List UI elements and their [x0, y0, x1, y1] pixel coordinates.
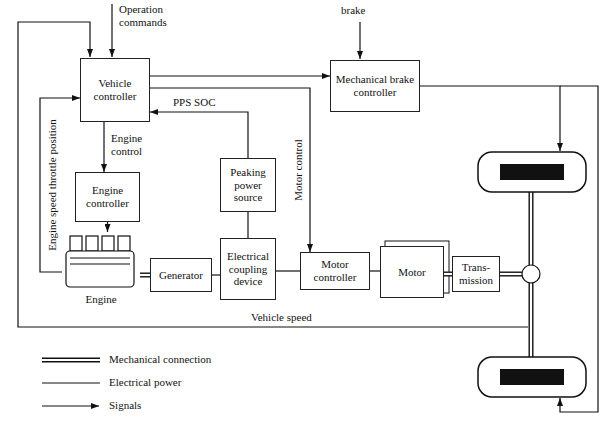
brake-pedal-arrow	[359, 22, 360, 59]
brake-drum	[500, 164, 564, 180]
shaft-core	[444, 273, 452, 275]
node-text: Trans-mission	[456, 261, 496, 286]
node-text: Engine controller	[79, 184, 136, 209]
signal-label: Motor control	[292, 138, 305, 201]
signal-label: PPS SOC	[172, 96, 217, 109]
legend-sample	[42, 359, 100, 361]
coupling-box: Electrical coupling device	[220, 238, 276, 300]
connector-line	[150, 88, 310, 252]
mechanical-link	[444, 274, 452, 275]
controller-box: Motor controller	[300, 252, 370, 290]
legend-text: Electrical power	[108, 376, 182, 389]
connector	[107, 222, 108, 232]
node-text: Motor controller	[304, 258, 366, 283]
signal-label: Engine control	[110, 132, 158, 157]
connector	[212, 275, 220, 276]
connector	[150, 76, 330, 77]
connector	[150, 88, 310, 252]
node-text: Electrical coupling device	[224, 250, 272, 288]
legend-text: Mechanical connection	[108, 353, 212, 366]
cylinder	[70, 236, 82, 251]
differential	[522, 265, 540, 283]
connector-line	[276, 270, 300, 271]
engine-illustration	[66, 236, 134, 287]
connector	[248, 212, 249, 238]
power-source-box: Peaking power source	[220, 158, 276, 212]
output-shaft	[500, 273, 522, 275]
connector	[150, 112, 248, 158]
connector-line	[370, 270, 380, 271]
motor-box: Motor	[380, 246, 444, 298]
cylinder	[86, 236, 98, 251]
annotation-label: brake	[340, 4, 366, 17]
connector-line	[150, 112, 248, 158]
connector-line	[107, 222, 108, 232]
signal-label: Engine speed throttle position	[46, 118, 59, 252]
command-arrow	[111, 4, 112, 57]
engine-rib	[70, 258, 130, 264]
connector-line	[103, 122, 104, 172]
engine-figure: Engine	[62, 232, 140, 308]
connector	[40, 98, 80, 272]
connector	[276, 271, 300, 272]
node-text: Motor	[398, 266, 426, 279]
cylinder	[102, 236, 114, 251]
legend-text: Signals	[108, 399, 142, 412]
connector-line	[212, 274, 220, 275]
wheel	[478, 152, 586, 192]
node-text: Peaking power source	[224, 166, 272, 204]
legend-sample	[42, 358, 100, 363]
wheel	[478, 357, 586, 397]
engine-block	[66, 251, 134, 287]
node-text: Engine	[83, 293, 118, 306]
connector-line	[247, 212, 248, 238]
node-text: Generator	[159, 269, 203, 282]
cylinder	[118, 236, 130, 251]
legend-sample	[42, 382, 100, 383]
controller-box: Vehicle controller	[80, 58, 150, 122]
legend-sample	[42, 405, 99, 406]
annotation-label: Operation commands	[118, 3, 182, 28]
brake-drum	[500, 369, 564, 385]
controller-box: Engine controller	[75, 172, 140, 222]
brake-line	[420, 86, 560, 151]
connector	[370, 271, 380, 272]
output-shaft	[500, 272, 522, 277]
controller-box: Mechanical brake controller	[330, 60, 420, 112]
shaft-core	[140, 274, 150, 276]
annotation-label: Vehicle speed	[250, 311, 313, 324]
generator-box: Generator	[150, 258, 212, 292]
mechanical-link	[140, 275, 150, 276]
connector	[104, 122, 105, 172]
connector-line	[150, 75, 330, 76]
vehicle-speed-line	[18, 22, 528, 327]
shaft-outline	[444, 272, 452, 277]
shaft-outline	[140, 273, 150, 278]
transmission-box: Trans-mission	[452, 256, 500, 292]
node-text: Mechanical brake controller	[334, 73, 416, 98]
node-text: Vehicle controller	[84, 77, 146, 102]
connector-line	[40, 98, 80, 272]
